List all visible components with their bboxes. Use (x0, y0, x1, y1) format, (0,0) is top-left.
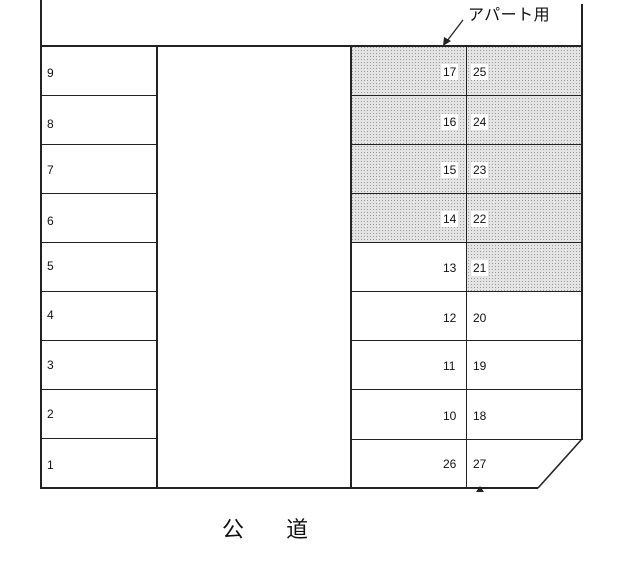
right-block-left-line (350, 46, 352, 488)
space-number-19: 19 (471, 358, 489, 374)
right-row-line (351, 340, 582, 341)
left-row-line (40, 340, 157, 341)
space-number-25: 25 (471, 64, 489, 80)
space-number-8: 8 (47, 117, 54, 131)
space-number-3: 3 (47, 358, 54, 372)
space-number-14: 14 (441, 211, 459, 227)
space-number-22: 22 (471, 211, 489, 227)
space-number-15: 15 (441, 162, 459, 178)
right-row-line (351, 144, 582, 145)
right-row-line (351, 193, 582, 194)
space-number-10: 10 (441, 408, 459, 424)
right-boundary-line (581, 4, 583, 440)
space-number-27: 27 (471, 456, 489, 472)
space-number-16: 16 (441, 114, 459, 130)
space-number-6: 6 (47, 214, 54, 228)
space-number-2: 2 (47, 407, 54, 421)
left-row-line (40, 144, 157, 145)
space-number-1: 1 (47, 458, 54, 472)
arrow-shaft (446, 19, 464, 42)
space-number-12: 12 (441, 310, 459, 326)
right-row-line (351, 242, 582, 243)
left-row-line (40, 193, 157, 194)
top-parking-line (40, 45, 583, 47)
right-block-center-line (466, 46, 467, 488)
space-number-7: 7 (47, 163, 54, 177)
left-row-line (40, 242, 157, 243)
left-row-line (40, 438, 157, 439)
left-row-line (40, 291, 157, 292)
space-number-20: 20 (471, 310, 489, 326)
space-number-13: 13 (441, 260, 459, 276)
space-number-18: 18 (471, 408, 489, 424)
space-number-5: 5 (47, 259, 54, 273)
right-row-line (351, 439, 582, 440)
space-number-21: 21 (471, 260, 489, 276)
left-boundary-line (40, 0, 42, 489)
right-row-line (351, 291, 582, 292)
apartment-use-label: アパート用 (468, 7, 551, 24)
corner-diagonal-line (537, 438, 583, 489)
space-number-9: 9 (47, 66, 54, 80)
space-number-26: 26 (441, 456, 459, 472)
left-column-divider (156, 46, 158, 488)
left-row-line (40, 95, 157, 96)
space-number-4: 4 (47, 308, 54, 322)
bottom-parking-line (40, 487, 538, 489)
public-road-label: 公 道 (222, 517, 327, 542)
arrow-head-icon (443, 37, 451, 46)
space-number-17: 17 (441, 64, 459, 80)
left-row-line (40, 389, 157, 390)
space-number-23: 23 (471, 162, 489, 178)
right-row-line (351, 389, 582, 390)
right-row-line (351, 95, 582, 96)
space-number-11: 11 (441, 358, 458, 374)
space-number-24: 24 (471, 114, 489, 130)
entrance-marker-icon (476, 486, 484, 492)
